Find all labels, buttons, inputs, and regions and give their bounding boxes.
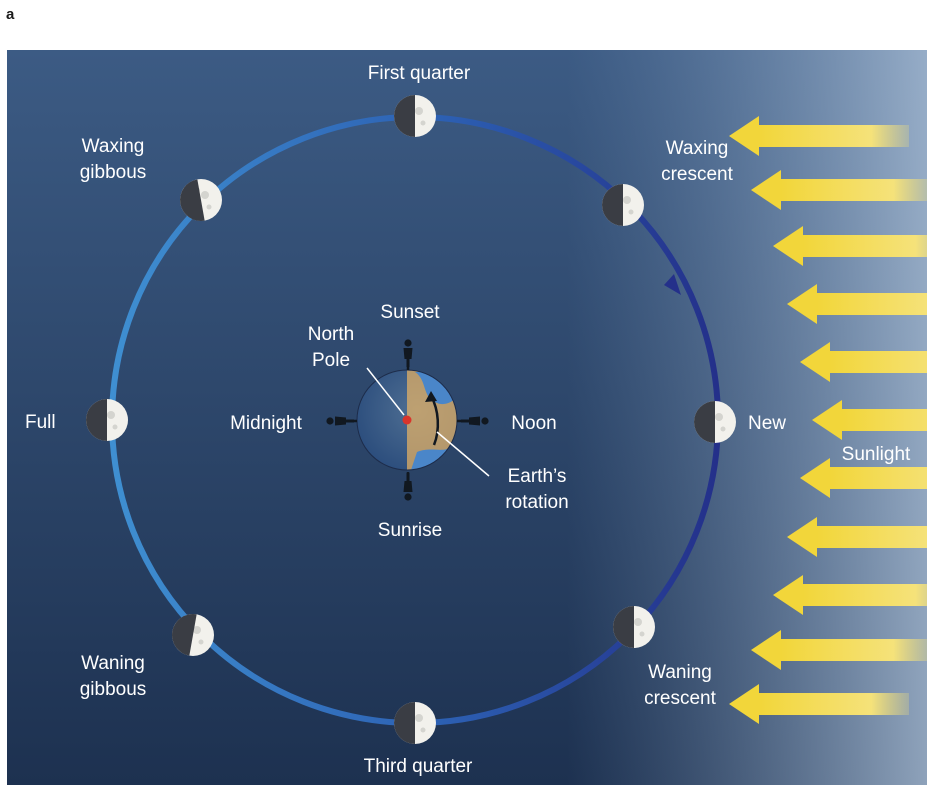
label-waxing-crescent: Waxing crescent [661, 138, 734, 185]
moon-waning-crescent [613, 606, 655, 648]
label-north-pole-line: North [308, 324, 354, 345]
label-sunlight: Sunlight [842, 444, 911, 465]
label-sunlight-line: Sunlight [842, 444, 911, 465]
label-new: New [748, 413, 786, 434]
label-sunrise: Sunrise [378, 520, 442, 541]
north-pole-marker [402, 415, 412, 425]
moon-waxing-crescent [602, 184, 644, 226]
label-waxing-crescent-line: crescent [661, 164, 734, 185]
label-waning-crescent-line: crescent [644, 688, 717, 709]
orbit-direction-arrow [664, 274, 681, 295]
label-full: Full [25, 412, 56, 433]
label-new-line: New [748, 413, 786, 434]
moon-first-quarter [394, 95, 436, 137]
label-midnight-line: Midnight [230, 413, 303, 434]
moon-new [694, 401, 736, 443]
rotation-leader [436, 431, 490, 477]
label-waxing-gibbous-line: Waxing [82, 136, 145, 157]
label-third-quarter: Third quarter [364, 756, 473, 777]
label-third-quarter-line: Third quarter [364, 756, 473, 777]
label-noon: Noon [511, 413, 556, 434]
label-north-pole-line: Pole [312, 350, 350, 371]
label-waxing-crescent-line: Waxing [666, 138, 729, 159]
label-waning-gibbous-line: gibbous [80, 679, 147, 700]
label-waxing-gibbous: Waxing gibbous [80, 136, 147, 183]
label-sunset: Sunset [380, 302, 440, 323]
label-waning-crescent-line: Waning [648, 662, 712, 683]
moon-third-quarter [394, 702, 436, 744]
label-waxing-gibbous-line: gibbous [80, 162, 147, 183]
label-waning-crescent: Waning crescent [644, 662, 717, 709]
label-full-line: Full [25, 412, 56, 433]
label-waning-gibbous-line: Waning [81, 653, 145, 674]
label-sunrise-line: Sunrise [378, 520, 442, 541]
label-noon-line: Noon [511, 413, 556, 434]
label-earth-rotation-line: Earth’s [508, 466, 567, 487]
moon-phases-diagram: First quarter Waxing gibbous Waxing cresce… [7, 50, 927, 785]
earth-rotation-arrowhead [425, 391, 437, 402]
figure-letter: a [6, 6, 15, 23]
label-sunset-line: Sunset [380, 302, 440, 323]
label-waning-gibbous: Waning gibbous [80, 653, 147, 700]
label-midnight: Midnight [230, 413, 303, 434]
label-earth-rotation: Earth’s rotation [505, 466, 568, 513]
moon-full [86, 399, 128, 441]
label-first-quarter-line: First quarter [368, 63, 471, 84]
label-first-quarter: First quarter [368, 63, 471, 84]
label-earth-rotation-line: rotation [505, 492, 568, 513]
north-pole-leader [366, 367, 405, 416]
